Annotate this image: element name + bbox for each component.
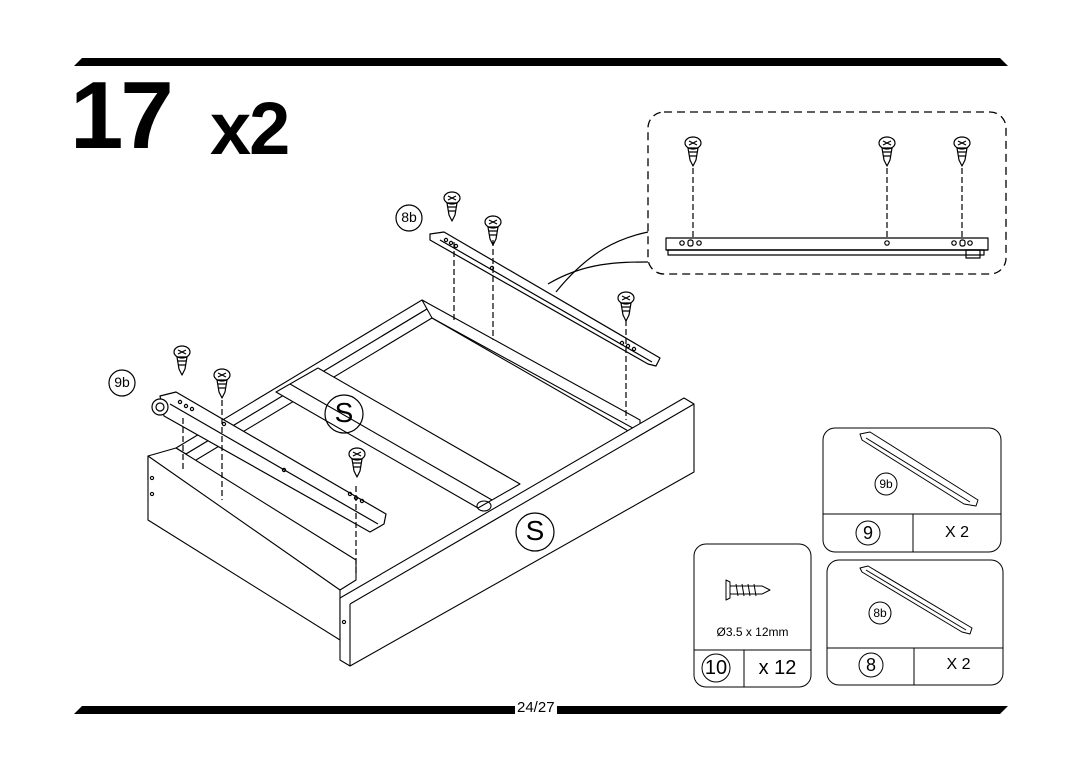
screw-icon — [348, 447, 366, 478]
screw-icon — [878, 136, 896, 238]
screw-dimension: Ø3.5 x 12mm — [716, 625, 789, 639]
callout-rail-right: 8b — [401, 209, 417, 225]
step-quantity: x2 — [210, 87, 290, 170]
screw-icon — [725, 579, 771, 601]
rail-8-quantity: X 2 — [946, 656, 971, 673]
screw-icon — [213, 368, 231, 399]
parts-box-screw — [693, 543, 812, 688]
screw-icon — [617, 291, 635, 322]
detail-zoom-panel — [547, 111, 1007, 293]
rail-9-part-id: 9 — [862, 523, 873, 543]
rail-9-quantity: X 2 — [944, 524, 969, 541]
drawer-rail-icon — [429, 231, 661, 420]
drawer-rail-icon — [859, 565, 973, 635]
screw-icon — [173, 345, 191, 376]
drawer-rail-icon — [859, 431, 979, 507]
side-mark-s: S — [334, 397, 354, 428]
parts-box-rail-8 — [826, 559, 1004, 686]
screw-quantity: x 12 — [758, 657, 797, 679]
rail-8-callout: 8b — [873, 606, 887, 620]
screw-part-id: 10 — [704, 657, 728, 679]
side-mark-s: S — [525, 515, 545, 546]
step-number: 17 — [70, 62, 174, 169]
rail-8-part-id: 8 — [865, 655, 876, 675]
page-number: 24/27 — [515, 699, 557, 717]
parts-box-rail-9 — [822, 427, 1002, 553]
rail-9-callout: 9b — [879, 477, 893, 491]
screw-icon — [684, 136, 702, 238]
screw-icon — [484, 215, 502, 246]
callout-rail-left: 9b — [114, 374, 130, 390]
drawer-rail-icon — [151, 391, 387, 576]
screw-icon — [443, 191, 461, 222]
drawer-box-icon — [147, 299, 695, 667]
screw-icon — [953, 136, 971, 238]
